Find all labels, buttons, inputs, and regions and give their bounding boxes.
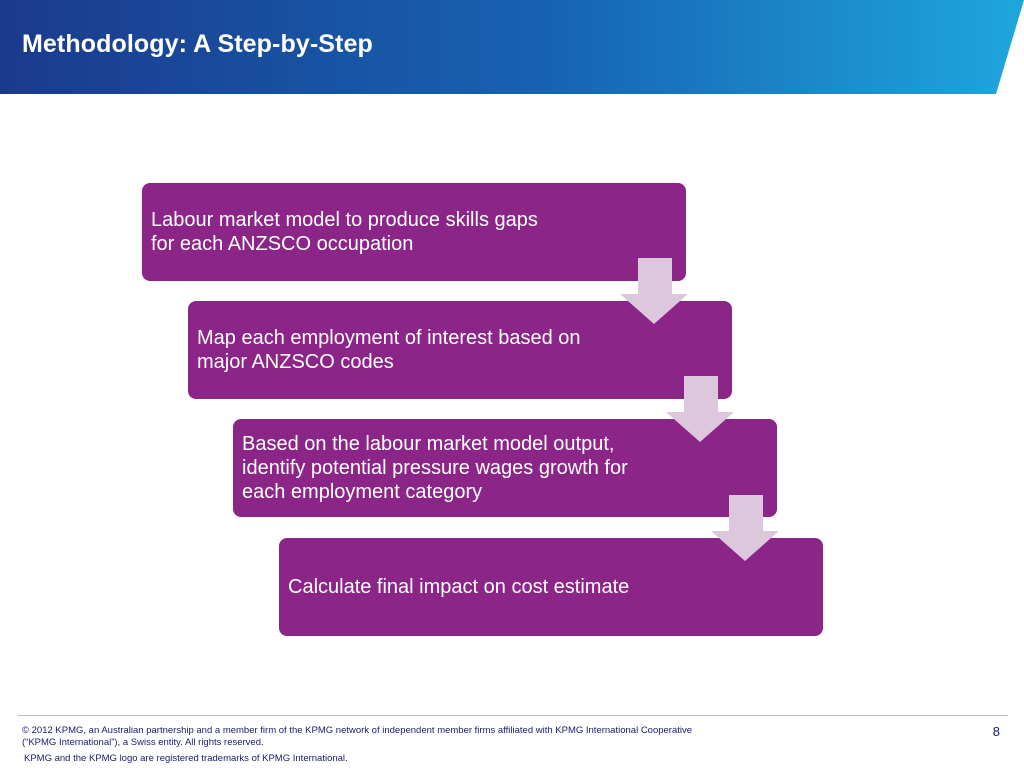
down-arrow-icon: [666, 376, 734, 442]
page-number: 8: [992, 724, 1000, 739]
header-band: [0, 0, 1024, 94]
footer-trademark: KPMG and the KPMG logo are registered tr…: [24, 753, 348, 764]
step-text-1: Labour market model to produce skills ga…: [151, 209, 538, 255]
step-box-2: Map each employment of interest based on…: [188, 301, 732, 399]
step-text-2: Map each employment of interest based on…: [197, 327, 581, 373]
step-box-1: Labour market model to produce skills ga…: [142, 183, 686, 281]
down-arrow-icon: [620, 258, 688, 324]
down-arrow-icon: [711, 495, 779, 561]
step-box-4: Calculate final impact on cost estimate: [279, 538, 823, 636]
step-text-3: Based on the labour market model output,…: [242, 433, 628, 503]
slide-title: Methodology: A Step-by-Step: [22, 30, 373, 58]
step-box-3: Based on the labour market model output,…: [233, 419, 777, 517]
footer-copyright: © 2012 KPMG, an Australian partnership a…: [22, 725, 693, 748]
footer-divider: [18, 715, 1008, 716]
step-text-4: Calculate final impact on cost estimate: [288, 576, 630, 598]
